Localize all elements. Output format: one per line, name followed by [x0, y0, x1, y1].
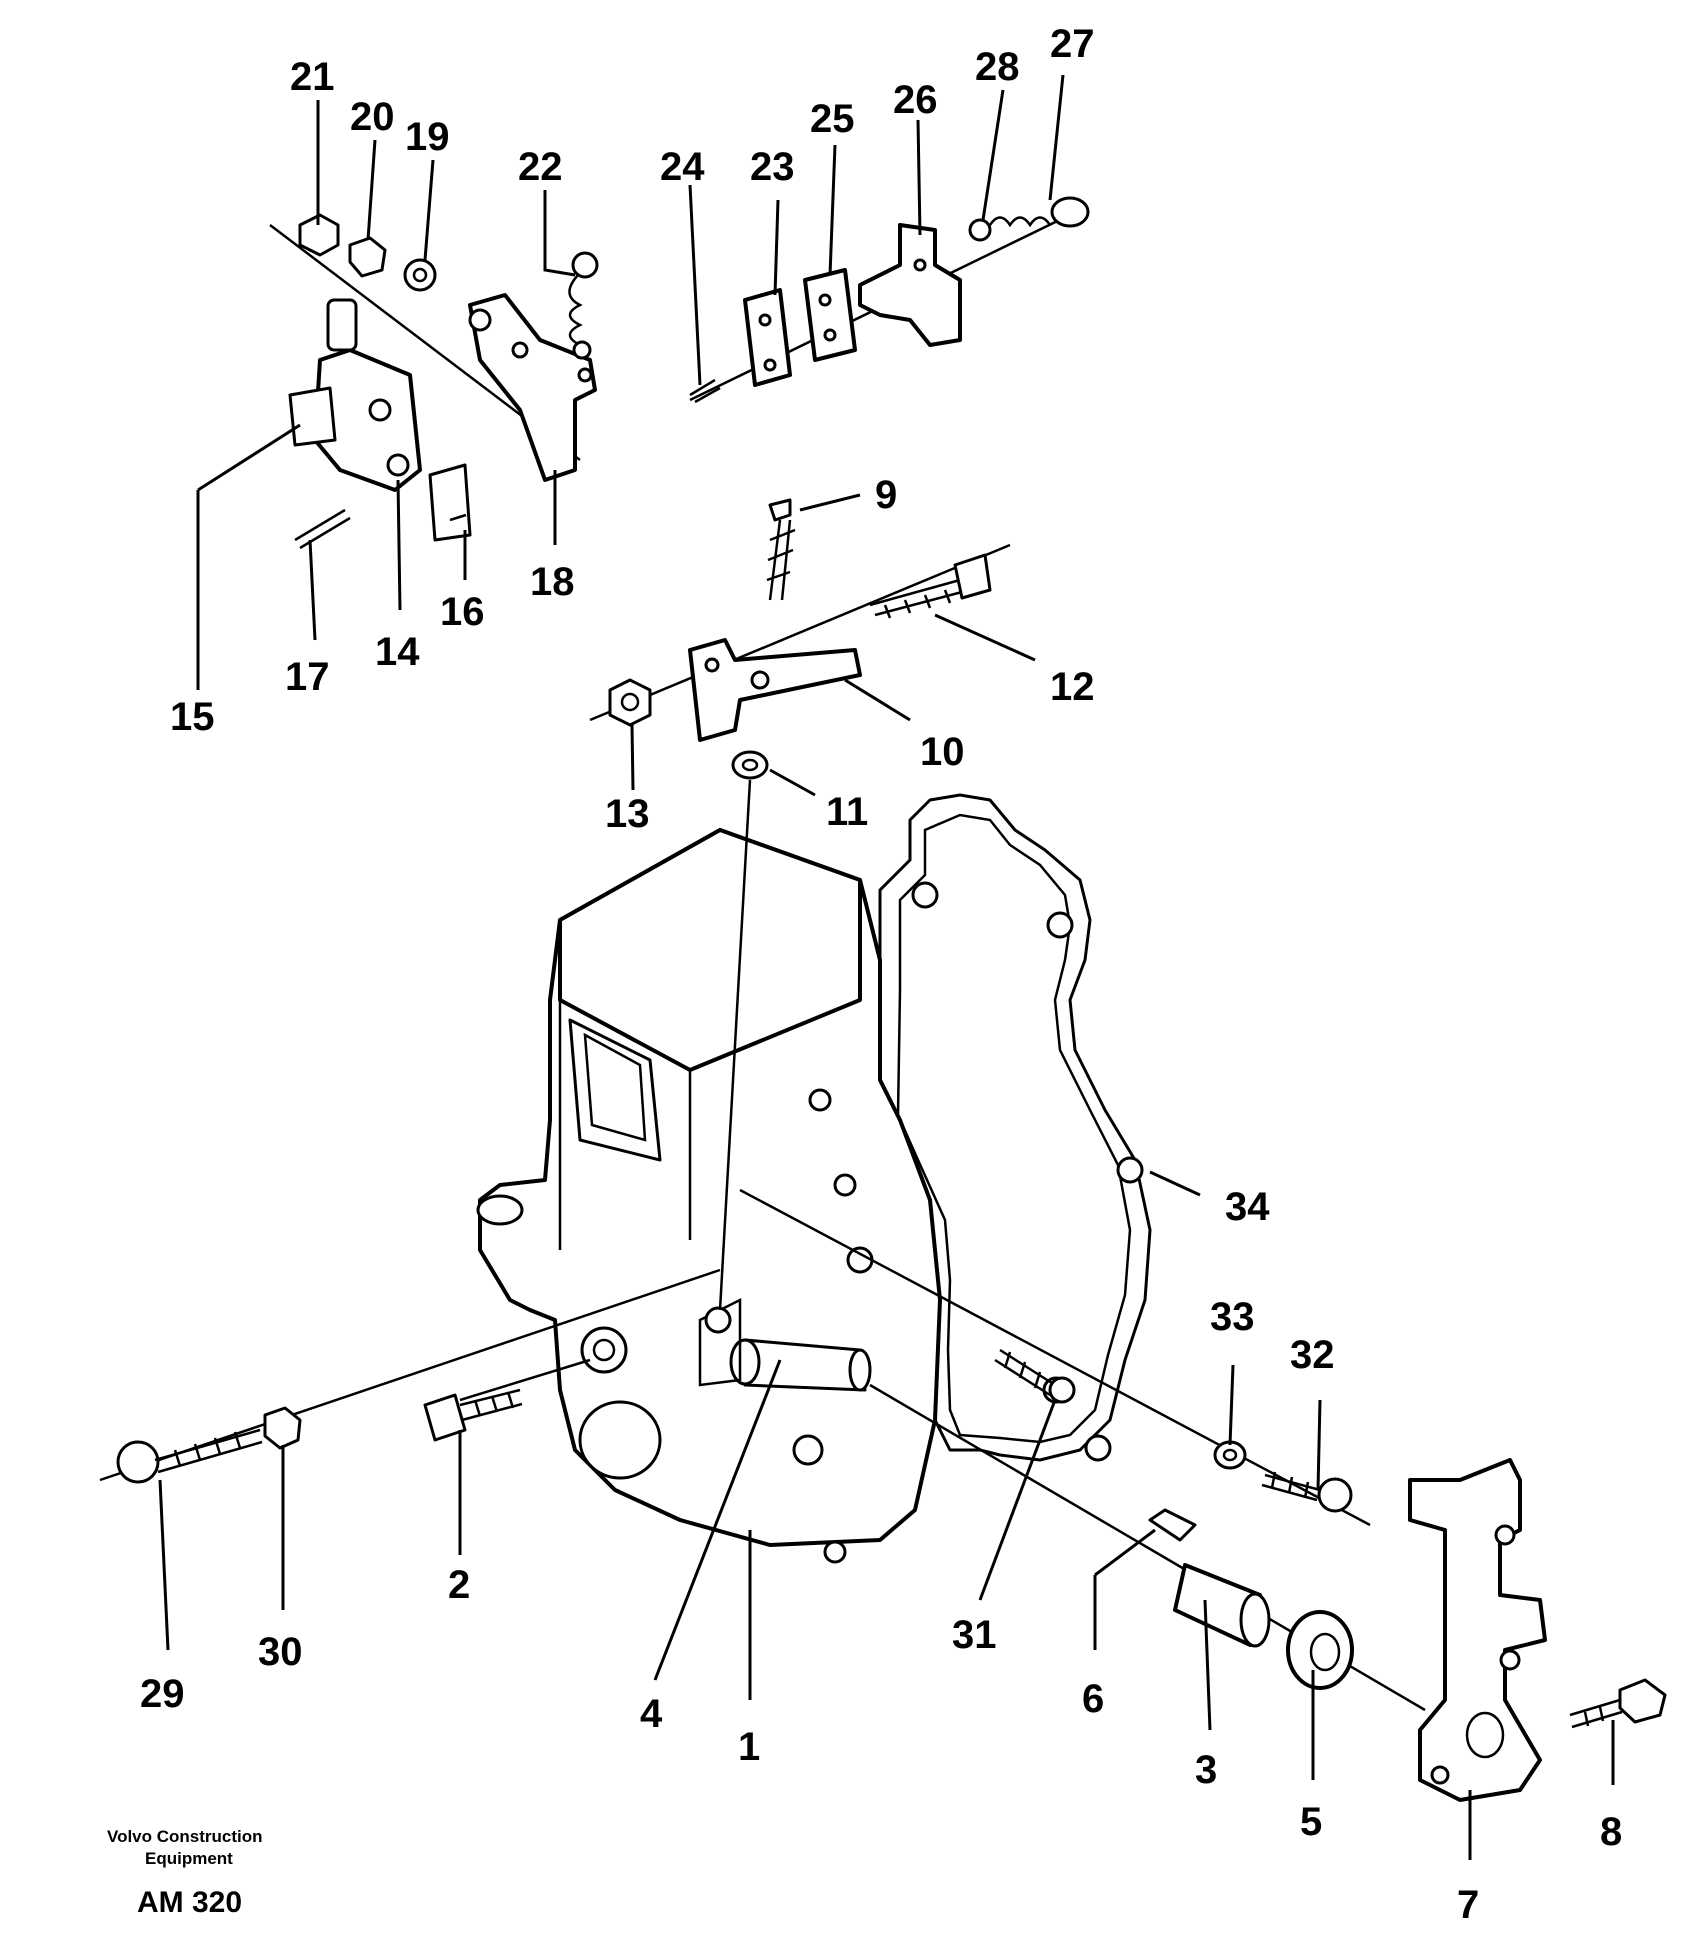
part-label-8: 8	[1600, 1810, 1622, 1854]
part-label-24: 24	[660, 145, 705, 189]
part-label-33: 33	[1210, 1295, 1255, 1339]
bracket-group	[689, 196, 1090, 404]
part-label-23: 23	[750, 145, 795, 189]
part-label-15: 15	[170, 695, 215, 739]
diagram-code: AM 320	[137, 1886, 242, 1919]
part-label-28: 28	[975, 45, 1020, 89]
part-label-14: 14	[375, 630, 420, 674]
part-label-6: 6	[1082, 1677, 1104, 1721]
part-label-32: 32	[1290, 1333, 1335, 1377]
part-label-11: 11	[826, 790, 868, 834]
part-label-29: 29	[140, 1672, 185, 1716]
footer: Volvo Construction Equipment AM 320	[107, 1827, 263, 1919]
part-label-21: 21	[290, 55, 335, 99]
part-label-19: 19	[405, 115, 450, 159]
linkage-group	[269, 213, 599, 550]
left-fastener-group	[99, 1268, 721, 1484]
part-label-26: 26	[893, 78, 938, 122]
part-label-13: 13	[605, 792, 650, 836]
part-label-18: 18	[530, 560, 575, 604]
housing-part-1	[476, 793, 1152, 1564]
part-label-31: 31	[952, 1613, 997, 1657]
part-label-5: 5	[1300, 1800, 1322, 1844]
bracket-10-group	[589, 498, 1011, 1311]
part-label-17: 17	[285, 655, 330, 699]
part-label-25: 25	[810, 97, 855, 141]
part-label-10: 10	[920, 730, 965, 774]
part-label-20: 20	[350, 95, 395, 139]
footer-company-line1: Volvo Construction	[107, 1827, 263, 1846]
part-label-22: 22	[518, 145, 563, 189]
part-label-12: 12	[1050, 665, 1095, 709]
part-number-labels: 1 2 3 4 5 6 7 8 9 10 11 12 13 14 15 16 1…	[140, 22, 1622, 1927]
footer-company-line2: Equipment	[145, 1849, 233, 1868]
part-label-7: 7	[1457, 1883, 1479, 1927]
part-label-3: 3	[1195, 1748, 1217, 1792]
part-label-1: 1	[738, 1725, 760, 1769]
part-label-30: 30	[258, 1630, 303, 1674]
part-label-34: 34	[1225, 1185, 1270, 1229]
part-label-9: 9	[875, 473, 897, 517]
part-label-2: 2	[448, 1563, 470, 1607]
part-label-27: 27	[1050, 22, 1095, 66]
leader-lines	[158, 74, 1615, 1860]
right-parts-group	[739, 1188, 1667, 1802]
part-label-16: 16	[440, 590, 485, 634]
part-label-4: 4	[640, 1692, 663, 1736]
